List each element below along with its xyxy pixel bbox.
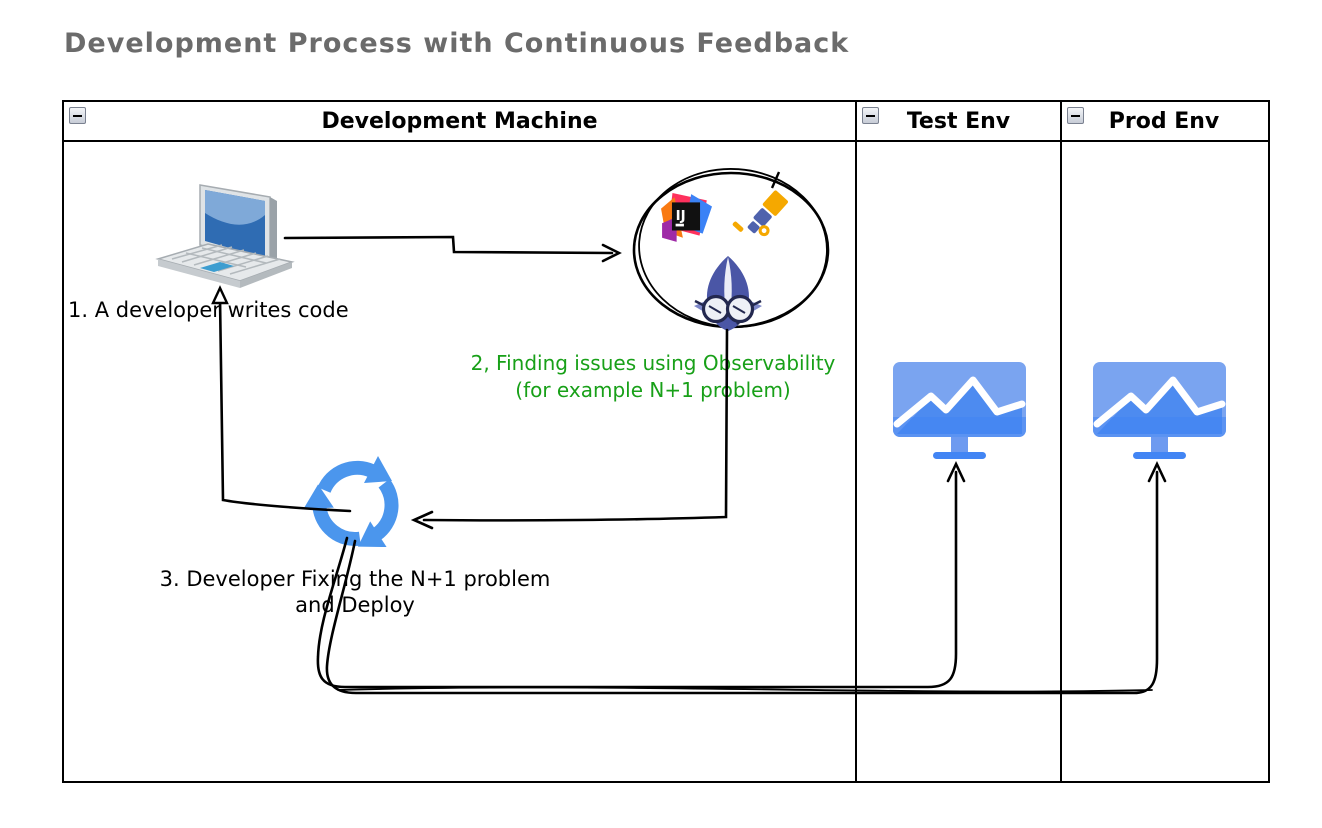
step1-text: 1. A developer writes code [68,298,349,322]
page-title: Development Process with Continuous Feed… [64,28,850,59]
step3-text: 3. Developer Fixing the N+1 problem and … [140,566,570,618]
monitoring-dashboard-icon-test [893,362,1026,462]
column-header-prod-env: Prod Env [1062,102,1266,140]
minus-collapse-icon[interactable] [862,107,879,124]
column-divider-test [855,102,857,781]
svg-text:IJ: IJ [676,208,686,224]
step3-line1: 3. Developer Fixing the N+1 problem [159,567,551,591]
column-header-test-env: Test Env [857,102,1060,140]
opentelemetry-telescope-logo [732,190,788,237]
step3-line2: and Deploy [295,593,415,617]
step2-line2: (for example N+1 problem) [515,378,791,402]
refresh-cycle-icon [302,450,410,558]
column-label: Development Machine [321,108,598,134]
step2-text: 2, Finding issues using Observability (f… [448,350,858,404]
laptop-icon [150,183,300,295]
column-label: Prod Env [1108,108,1220,134]
column-divider-prod [1060,102,1062,781]
diagram-header-row [64,102,1268,142]
minus-collapse-icon[interactable] [1067,107,1084,124]
mascot-with-glasses-logo [694,256,762,331]
ide-tools-group: IJ [628,166,836,334]
column-header-development-machine: Development Machine [64,102,855,140]
intellij-idea-logo: IJ [661,193,712,242]
column-label: Test Env [906,108,1011,134]
diagram-frame: Development Machine Test Env Prod Env [62,100,1270,783]
monitoring-dashboard-icon-prod [1093,362,1226,462]
step2-line1: 2, Finding issues using Observability [470,351,836,375]
minus-collapse-icon[interactable] [69,107,86,124]
